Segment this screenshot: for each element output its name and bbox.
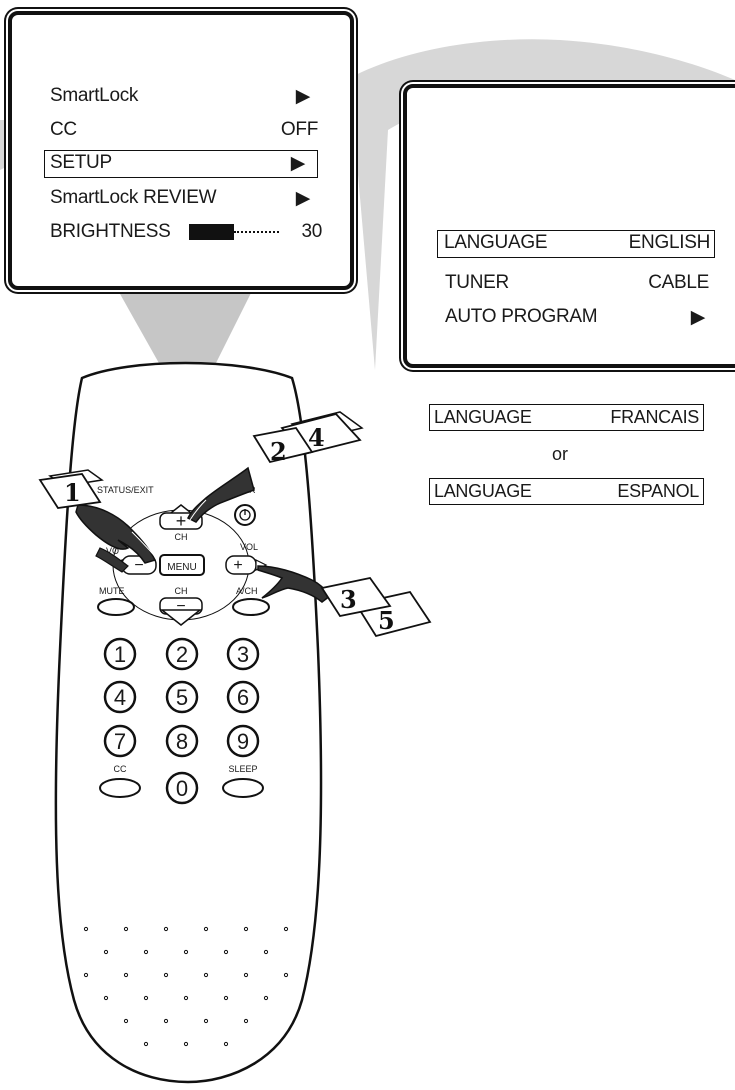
setup-item-value: CABLE bbox=[648, 272, 709, 293]
setup-item-value: ENGLISH bbox=[628, 232, 711, 253]
cc-label: CC bbox=[114, 764, 127, 774]
setup-item-tuner: TUNER CABLE bbox=[445, 272, 709, 296]
menu-button[interactable]: MENU bbox=[159, 554, 205, 576]
left-edge-swoosh bbox=[0, 120, 10, 170]
setup-item-label: AUTO PROGRAM bbox=[445, 306, 598, 327]
setup-item-label: TUNER bbox=[445, 272, 509, 293]
digit-7-button[interactable]: 7 bbox=[103, 724, 137, 758]
menu-item-value: ▶ bbox=[290, 153, 306, 174]
ch-up-label: CH bbox=[175, 532, 188, 542]
svg-text:8: 8 bbox=[176, 729, 188, 754]
digit-2-button[interactable]: 2 bbox=[165, 637, 199, 671]
menu-item-smartlock-review: SmartLock REVIEW ▶ bbox=[50, 187, 310, 211]
beam-to-remote bbox=[115, 285, 255, 365]
sleep-label: SLEEP bbox=[228, 764, 257, 774]
remote-body bbox=[54, 361, 323, 1084]
hand-pointer-step1 bbox=[75, 504, 159, 573]
svg-text:−: − bbox=[176, 598, 185, 615]
digit-6-button[interactable]: 6 bbox=[226, 680, 260, 714]
digit-5-button[interactable]: 5 bbox=[165, 680, 199, 714]
svg-text:+: + bbox=[233, 557, 242, 574]
vol-left-label: VO bbox=[106, 546, 119, 556]
digit-pad: 1 2 3 4 5 6 7 8 9 0 bbox=[103, 637, 260, 805]
option-label: LANGUAGE bbox=[434, 481, 532, 501]
svg-text:9: 9 bbox=[237, 729, 249, 754]
setup-item-language-selected: LANGUAGE ENGLISH bbox=[437, 230, 715, 258]
language-option-espanol: LANGUAGE ESPANOL bbox=[429, 478, 704, 505]
option-value: ESPANOL bbox=[617, 481, 699, 501]
ach-label: A/CH bbox=[236, 586, 258, 596]
svg-text:6: 6 bbox=[237, 685, 249, 710]
menu-item-setup-selected: SETUP ▶ bbox=[44, 150, 318, 178]
option-value: FRANCAIS bbox=[610, 407, 699, 427]
menu-screen: SmartLock ▶ CC OFF SETUP ▶ SmartLock REV… bbox=[8, 11, 354, 290]
brightness-slider-track bbox=[234, 231, 279, 233]
menu-item-label: SmartLock REVIEW bbox=[50, 187, 217, 208]
menu-item-cc: CC OFF bbox=[50, 119, 318, 143]
sleep-button[interactable] bbox=[222, 778, 264, 798]
svg-text:1: 1 bbox=[64, 478, 81, 507]
connector-swoosh bbox=[330, 39, 735, 370]
digit-4-button[interactable]: 4 bbox=[103, 680, 137, 714]
svg-text:0: 0 bbox=[176, 776, 188, 801]
ach-button[interactable] bbox=[232, 598, 270, 616]
svg-text:2: 2 bbox=[176, 642, 188, 667]
svg-text:5: 5 bbox=[176, 685, 188, 710]
svg-text:7: 7 bbox=[114, 729, 126, 754]
menu-item-smartlock: SmartLock ▶ bbox=[50, 85, 310, 109]
vol-right-label: VOL bbox=[240, 542, 258, 552]
ch-down-button[interactable]: − bbox=[159, 597, 203, 626]
power-button[interactable] bbox=[234, 504, 256, 526]
step-3-tag: 3 bbox=[320, 576, 392, 618]
menu-item-label: SETUP bbox=[50, 152, 112, 173]
svg-text:4: 4 bbox=[114, 685, 126, 710]
step-1-tag: 1 bbox=[38, 469, 104, 509]
menu-item-brightness: BRIGHTNESS 30 bbox=[50, 221, 322, 245]
svg-text:4: 4 bbox=[308, 423, 325, 452]
menu-item-value: OFF bbox=[280, 119, 318, 140]
svg-text:5: 5 bbox=[378, 606, 395, 635]
hand-pointer-step2 bbox=[186, 466, 255, 523]
ch-down-label: CH bbox=[175, 586, 188, 596]
option-label: LANGUAGE bbox=[434, 407, 532, 427]
hand-pointer-step3 bbox=[257, 565, 332, 603]
digit-8-button[interactable]: 8 bbox=[165, 724, 199, 758]
setup-item-value: ▶ bbox=[690, 307, 706, 328]
svg-text:1: 1 bbox=[114, 642, 126, 667]
menu-item-value: ▶ bbox=[295, 86, 311, 107]
mute-label: MUTE bbox=[99, 586, 125, 596]
svg-text:−: − bbox=[134, 557, 143, 574]
mute-button[interactable] bbox=[97, 598, 135, 616]
menu-item-label: CC bbox=[50, 119, 77, 140]
setup-item-auto-program: AUTO PROGRAM ▶ bbox=[445, 306, 705, 330]
menu-item-value: ▶ bbox=[295, 188, 311, 209]
svg-text:2: 2 bbox=[270, 437, 287, 466]
language-option-francais: LANGUAGE FRANCAIS bbox=[429, 404, 704, 431]
digit-0-button[interactable]: 0 bbox=[165, 771, 199, 805]
menu-item-label: SmartLock bbox=[50, 85, 139, 106]
step-2-tag: 2 bbox=[252, 427, 314, 466]
cc-button[interactable] bbox=[99, 778, 141, 798]
menu-item-label: BRIGHTNESS bbox=[50, 221, 171, 242]
digit-3-button[interactable]: 3 bbox=[226, 637, 260, 671]
setup-item-label: LANGUAGE bbox=[444, 232, 548, 253]
menu-button-label: MENU bbox=[167, 562, 196, 573]
svg-text:+: + bbox=[176, 511, 187, 531]
setup-screen: LANGUAGE ENGLISH TUNER CABLE AUTO PROGRA… bbox=[403, 84, 735, 368]
digit-9-button[interactable]: 9 bbox=[226, 724, 260, 758]
status-exit-label: STATUS/EXIT bbox=[97, 485, 154, 495]
svg-text:3: 3 bbox=[237, 642, 249, 667]
brightness-slider bbox=[189, 224, 279, 240]
digit-1-button[interactable]: 1 bbox=[103, 637, 137, 671]
menu-item-value: 30 bbox=[301, 221, 322, 242]
or-text: or bbox=[552, 444, 569, 464]
svg-text:3: 3 bbox=[340, 585, 357, 614]
speaker-grille bbox=[83, 926, 289, 1047]
brightness-slider-fill bbox=[189, 224, 234, 240]
